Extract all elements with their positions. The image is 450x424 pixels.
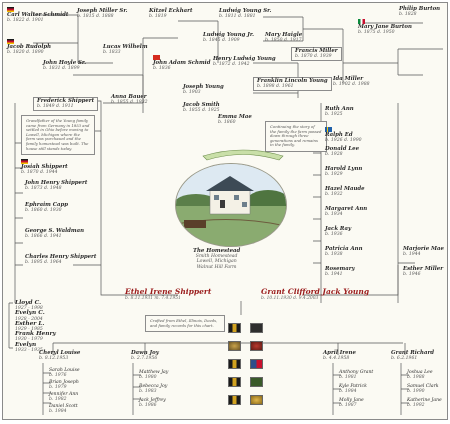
ancestor-node: Lucas Wilhelm b. 1833 [103,44,148,56]
ribbon-icon [228,395,241,405]
ancestor-node: Henry Ludwig Young b. 1872 d. 1942 [213,56,276,68]
grandchild-node: Samuel Clark b. 1990 [407,384,439,395]
sibling-node: Esther Miller b. 1946 [403,266,444,278]
ancestor-node: Emma Mae b. 1860 [218,114,252,126]
sibling-node: Marjorie Mae b. 1944 [403,246,444,258]
child-node: April Irene b. 4.4.1958 [323,350,356,362]
homestead-caption: The Homestead Smith Homestead Lowell, Mi… [193,248,241,270]
history-note: Continuing the story of the family the f… [265,121,327,152]
ancestor-node: Jacob Rudolph b. 1820 d. 1890 [7,39,51,55]
ancestor-node: Jacob Smith b. 1855 d. 1925 [183,102,220,114]
ribbon-icon [250,359,263,369]
sibling-node: Margaret Ann b. 1934 [325,206,368,218]
ancestor-node: Mary Jane Burton b. 1875 d. 1950 [358,19,412,35]
sibling-node: Rosemary b. 1941 [325,266,355,278]
grandchild-node: Molly Jane b. 1987 [339,398,364,409]
ancestor-node: Ida Miller b. 1902 d. 1988 [333,76,370,88]
sibling-node: Hazel Maude b. 1932 [325,186,365,198]
ancestor-node: Joseph Young b. 1903 [183,84,224,96]
bride-name: Ethel Irene Shippert b. 8.11.1931 m. 7.4… [125,287,212,301]
grandchild-node: Jack Jeffrey b. 1986 [139,398,166,409]
sibling-name: Lloyd C. [15,300,42,306]
grandchild-node: Matthew Jay b. 1980 [139,370,169,381]
medal-icon [228,341,241,351]
ancestor-node: George S. Waldman b. 1866 d. 1941 [25,228,85,240]
ancestor-node: Charles Henry Shippert b. 1895 d. 1964 [25,254,97,266]
patch-icon [250,323,263,333]
sibling-name: Frank Henry [15,331,56,338]
ancestor-node: Ephraim Capp b. 1860 d. 1930 [25,202,69,214]
germany-flag-icon [21,159,28,164]
ancestor-node: Anna Bauer b. 1855 d. 1932 [111,94,148,106]
ancestor-node: Ludwig Young Jr. b. 1845 d. 1909 [203,32,255,44]
sibling-node: Ruth Ann b. 1925 [325,106,354,118]
sibling-name: Evelyn [15,341,37,348]
grandchild-node: Brian Joseph b. 1979 [49,380,79,391]
grandchild-node: Joshua Lee b. 1988 [407,370,433,381]
ancestor-node: Carl Walter Schmidt b. 1822 d. 1901 [7,7,68,23]
ancestor-node: Francis Miller b. 1870 d. 1939 [291,47,342,62]
italy-flag-icon [358,19,365,24]
ancestor-node: Frederick Shippert b. 1849 d. 1911 [33,97,99,112]
sweden-flag-icon [325,127,332,132]
ancestor-node: Josiah Shippert b. 1870 d. 1944 [21,159,68,175]
grandchild-node: Daniel Scott b. 1984 [49,404,78,415]
grandchild-node: Kyle Patrick b. 1984 [339,384,367,395]
ancestor-node: John Adam Schmid b. 1836 [153,55,211,71]
sibling-node: Harold Lynn b. 1929 [325,166,363,178]
child-node: Grant Richard b. 6.2.1961 [391,350,435,362]
family-tree-chart: Carl Walter Schmidt b. 1822 d. 1901 Jose… [2,2,448,420]
sibling-node: Donald Lee b. 1928 [325,146,360,158]
child-node: Cheryl Louise b. 8.12.1953 [39,350,81,362]
ancestor-node: Philip Burton b. 1828 [399,6,441,18]
sibling-name: Evelyn C. [15,310,45,317]
sibling-node: Patricia Ann b. 1938 [325,246,363,258]
germany-flag-icon [7,39,14,44]
tree-connector-lines [8,14,443,415]
groom-name: Grant Clifford Jack Young b. 10.11.1930 … [261,287,370,301]
grandchild-node: Katherine Jane b. 1992 [407,398,442,409]
history-note: Crafted from Ethel, Illinois, Deeds, and… [145,315,225,333]
banner-ribbon [202,149,284,161]
ancestor-node: Joseph Miller Sr. b. 1815 d. 1888 [77,8,128,20]
farmhouse-icon [176,164,286,246]
ribbon-icon [228,359,241,369]
grandchild-node: Rebecca Joy b. 1983 [139,384,168,395]
military-insignia [228,323,270,411]
ancestor-node: Mary Haigle b. 1850 d. 1917 [265,32,303,44]
star-icon [250,395,263,405]
ancestor-node: John Hoyle Sr. b. 1831 d. 1899 [43,60,87,72]
homestead-painting [175,163,287,247]
germany-flag-icon [7,7,14,12]
grandchild-node: Sarah Louise b. 1976 [49,368,80,379]
grandchild-node: Anthony Grant b. 1981 [339,370,374,381]
history-note: Grandfather of the Young family came fro… [21,115,95,156]
ancestor-node: Franklin Lincoln Young b. 1898 d. 1961 [253,77,332,92]
grandchild-node: Jennifer Ann b. 1982 [49,392,79,403]
child-node: Dawn Joy b. 2.7.1956 [131,350,159,362]
ribbon-icon [228,377,241,387]
ancestor-node: Kitzel Eckhart b. 1819 [149,8,193,20]
sibling-name: Esther L. [15,320,45,327]
ribbon-icon [228,323,241,333]
switzerland-flag-icon [153,55,160,60]
ancestor-node: John Henry Shippert b. 1873 d. 1948 [25,180,88,192]
sibling-node: Jack Ray b. 1936 [325,226,352,238]
ancestor-node: Ludwig Young Sr. b. 1811 d. 1881 [219,8,272,20]
emblem-icon [250,341,263,351]
sibling-node: Ralph Ed b. 1926 d. 1990 [325,127,362,143]
patch-icon [250,377,263,387]
sibling-list: Lloyd C. 1927 - 1998 Evelyn C. 1928 - 20… [15,300,56,353]
